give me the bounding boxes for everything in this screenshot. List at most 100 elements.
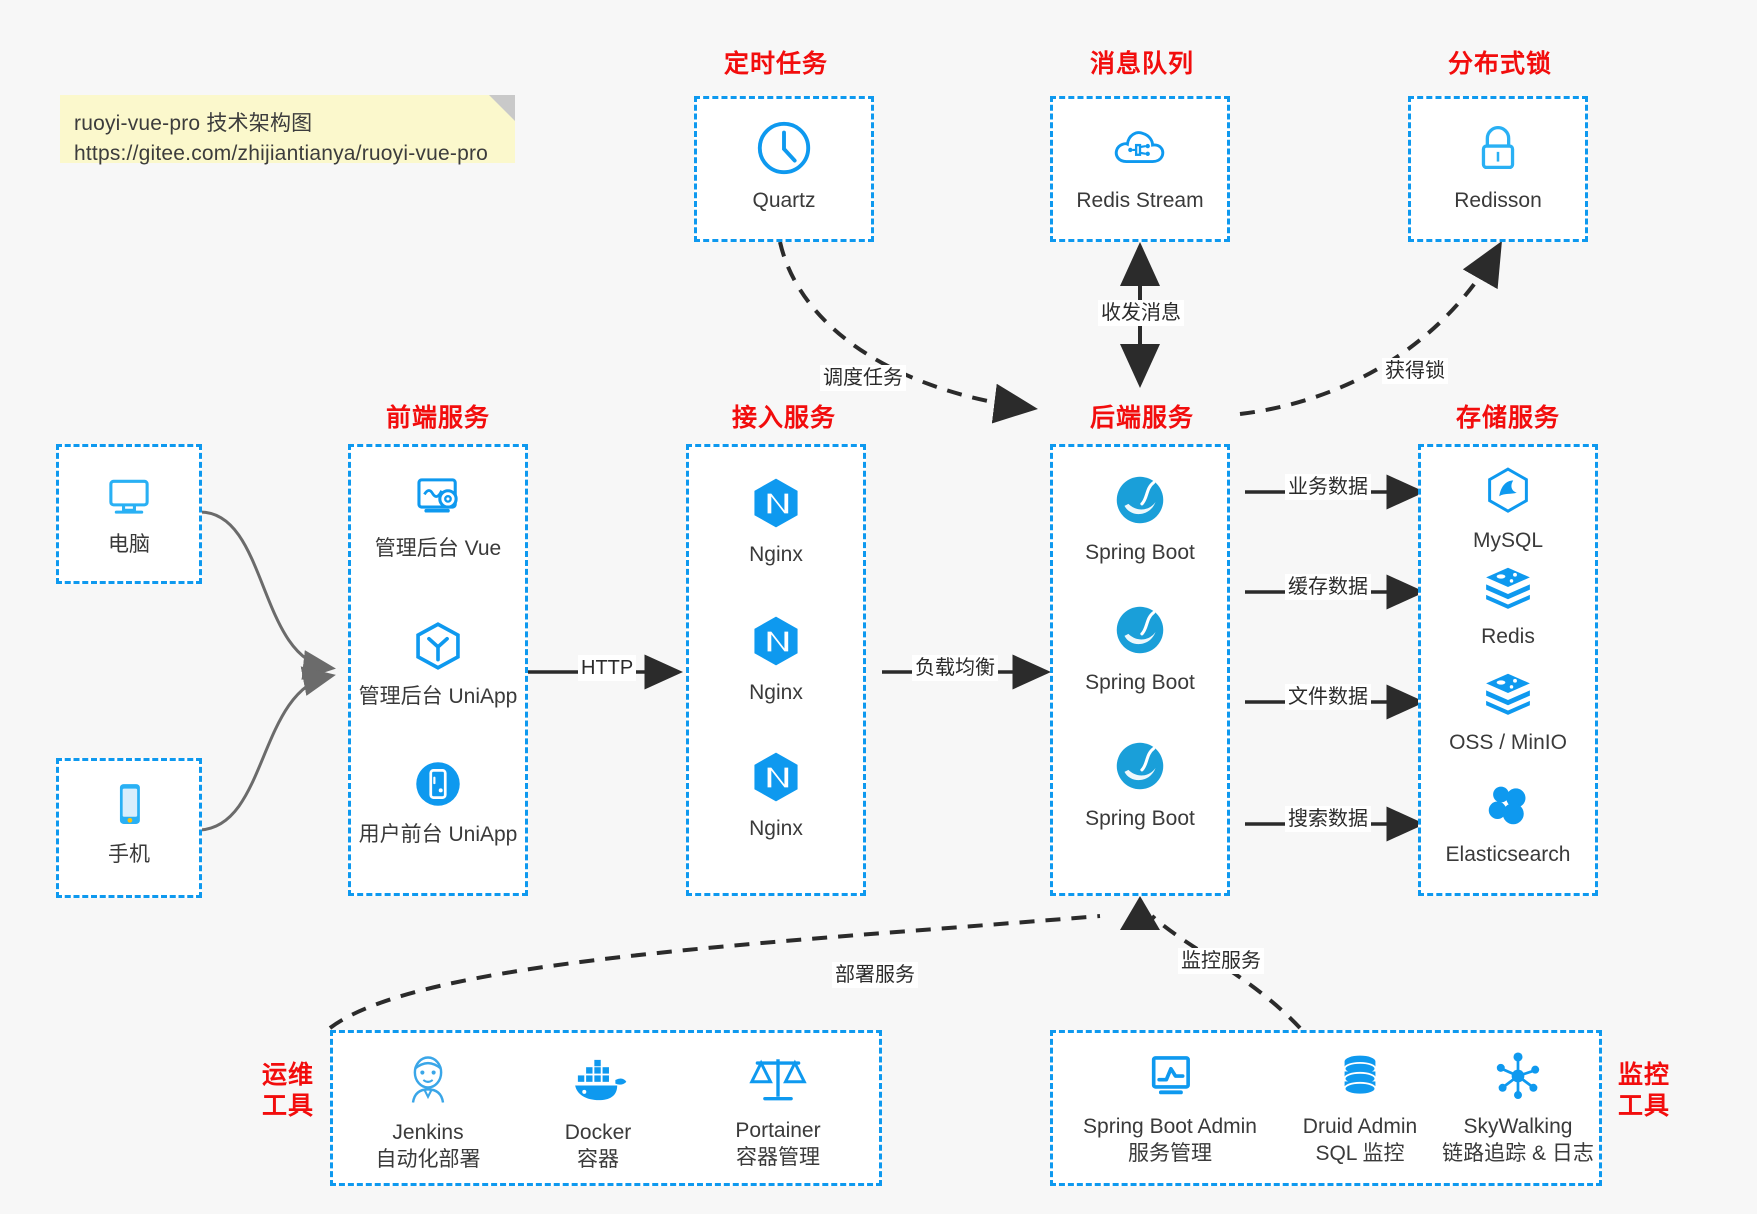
docker-whale-icon: [575, 1059, 627, 1101]
edge-label-message: 收发消息: [1098, 300, 1184, 326]
nginx-icon: [754, 478, 798, 528]
node-label: Jenkins: [392, 1121, 464, 1144]
node-label: Spring Boot: [1085, 807, 1195, 830]
spring-boot-icon: [1116, 476, 1164, 524]
node-label: Nginx: [749, 681, 803, 704]
node-label: Nginx: [749, 817, 803, 840]
group-heading-devops: 运维 工具: [258, 1060, 318, 1123]
network-nodes-icon: [1496, 1052, 1540, 1100]
group-heading-storage: 存储服务: [1455, 404, 1560, 432]
edge-label-file-data: 文件数据: [1285, 684, 1371, 710]
node-label: Spring Boot: [1085, 671, 1195, 694]
node-phone[interactable]: 手机: [59, 775, 199, 868]
node-admin-uniapp[interactable]: 管理后台 UniApp: [351, 617, 525, 710]
group-heading-gateway: 接入服务: [731, 404, 836, 432]
group-box-storage: MySQL Redis OSS / MinIO: [1418, 444, 1598, 896]
group-box-monitor: Spring Boot Admin 服务管理 Druid Admin SQL 监…: [1050, 1030, 1602, 1186]
spring-boot-icon: [1116, 742, 1164, 790]
mysql-icon: [1488, 467, 1528, 513]
node-label: SkyWalking: [1463, 1115, 1573, 1138]
node-label: Elasticsearch: [1445, 843, 1571, 866]
edge-label-schedule: 调度任务: [820, 365, 906, 391]
group-heading-lock: 分布式锁: [1447, 50, 1552, 78]
edge-label-deploy-service: 部署服务: [832, 962, 918, 988]
node-label: Redis: [1481, 625, 1535, 648]
node-label: 管理后台 UniApp: [358, 685, 518, 708]
group-heading-monitor: 监控 工具: [1614, 1060, 1674, 1123]
group-heading-monitor-line1: 监控: [1617, 1061, 1670, 1089]
node-user-uniapp[interactable]: 用户前台 UniApp: [351, 755, 525, 848]
dashboard-gear-icon: [417, 478, 458, 513]
node-druid-admin[interactable]: Druid Admin SQL 监控: [1275, 1047, 1445, 1168]
node-spring-boot-1[interactable]: Spring Boot: [1053, 469, 1227, 566]
jenkins-butler-icon: [411, 1056, 445, 1103]
node-label: Redisson: [1454, 189, 1542, 212]
padlock-icon: [1481, 126, 1515, 170]
node-quartz[interactable]: Quartz: [697, 117, 871, 214]
node-label: Druid Admin: [1302, 1115, 1418, 1138]
node-label: Nginx: [749, 543, 803, 566]
redis-icon: [1486, 567, 1530, 609]
phone-circle-icon: [416, 762, 460, 806]
group-box-frontend: 管理后台 Vue 管理后台 UniApp 用户前台 UniApp: [348, 444, 528, 896]
cloud-stream-icon: [1114, 131, 1165, 164]
elasticsearch-icon: [1488, 786, 1526, 825]
node-admin-vue[interactable]: 管理后台 Vue: [351, 469, 525, 562]
node-sublabel: 容器管理: [736, 1146, 820, 1170]
edge-label-http: HTTP: [578, 655, 637, 681]
note-title: ruoyi-vue-pro 技术架构图: [74, 112, 313, 135]
clock-icon: [757, 121, 811, 175]
client-box-phone: 手机: [56, 758, 202, 898]
group-box-gateway: Nginx Nginx Nginx: [686, 444, 866, 896]
node-nginx-3[interactable]: Nginx: [689, 747, 863, 842]
spring-boot-icon: [1116, 606, 1164, 654]
node-label: 管理后台 Vue: [374, 537, 502, 560]
node-label: 用户前台 UniApp: [358, 823, 518, 846]
node-skywalking[interactable]: SkyWalking 链路追踪 & 日志: [1433, 1047, 1603, 1168]
group-box-devops: Jenkins 自动化部署 Docker 容器: [330, 1030, 882, 1186]
group-box-scheduler: Quartz: [694, 96, 874, 242]
group-heading-frontend: 前端服务: [385, 404, 490, 432]
nginx-icon: [754, 752, 798, 802]
node-spring-boot-admin[interactable]: Spring Boot Admin 服务管理: [1065, 1047, 1275, 1168]
node-sublabel: 链路追踪 & 日志: [1442, 1142, 1594, 1166]
node-sublabel: SQL 监控: [1315, 1142, 1405, 1166]
node-computer[interactable]: 电脑: [59, 465, 199, 558]
node-jenkins[interactable]: Jenkins 自动化部署: [353, 1049, 503, 1174]
edge-label-cache-data: 缓存数据: [1285, 574, 1371, 600]
balance-scale-icon: [749, 1059, 807, 1101]
group-heading-devops-line2: 工具: [261, 1092, 314, 1121]
note-url: https://gitee.com/zhijiantianya/ruoyi-vu…: [74, 142, 489, 166]
group-heading-scheduler: 定时任务: [723, 50, 828, 78]
mobile-phone-icon: [119, 784, 140, 824]
node-spring-boot-2[interactable]: Spring Boot: [1053, 599, 1227, 696]
desktop-monitor-icon: [109, 479, 149, 514]
node-nginx-1[interactable]: Nginx: [689, 473, 863, 568]
node-oss-minio[interactable]: OSS / MinIO: [1421, 665, 1595, 756]
group-box-backend: Spring Boot Spring Boot Spring Boot: [1050, 444, 1230, 896]
hexagon-uniapp-icon: [416, 622, 460, 670]
group-heading-backend: 后端服务: [1089, 404, 1194, 432]
group-heading-devops-line1: 运维: [261, 1061, 314, 1089]
edge-label-load-balance: 负载均衡: [912, 655, 998, 681]
node-redis[interactable]: Redis: [1421, 559, 1595, 650]
node-label: OSS / MinIO: [1449, 731, 1567, 754]
node-spring-boot-3[interactable]: Spring Boot: [1053, 735, 1227, 832]
node-nginx-2[interactable]: Nginx: [689, 611, 863, 706]
node-label: Quartz: [752, 189, 816, 212]
node-redisson[interactable]: Redisson: [1411, 117, 1585, 214]
node-elasticsearch[interactable]: Elasticsearch: [1421, 777, 1595, 868]
node-portainer[interactable]: Portainer 容器管理: [698, 1047, 858, 1172]
group-box-lock: Redisson: [1408, 96, 1588, 242]
node-mysql[interactable]: MySQL: [1421, 463, 1595, 554]
group-heading-mq: 消息队列: [1089, 50, 1194, 78]
note-fold-corner: [489, 95, 515, 121]
group-box-mq: Redis Stream: [1050, 96, 1230, 242]
node-label: 电脑: [108, 533, 150, 556]
group-heading-monitor-line2: 工具: [1617, 1092, 1670, 1121]
database-cylinder-icon: [1343, 1055, 1377, 1096]
node-label: 手机: [108, 843, 150, 866]
node-docker[interactable]: Docker 容器: [523, 1049, 673, 1174]
node-redis-stream[interactable]: Redis Stream: [1053, 117, 1227, 214]
